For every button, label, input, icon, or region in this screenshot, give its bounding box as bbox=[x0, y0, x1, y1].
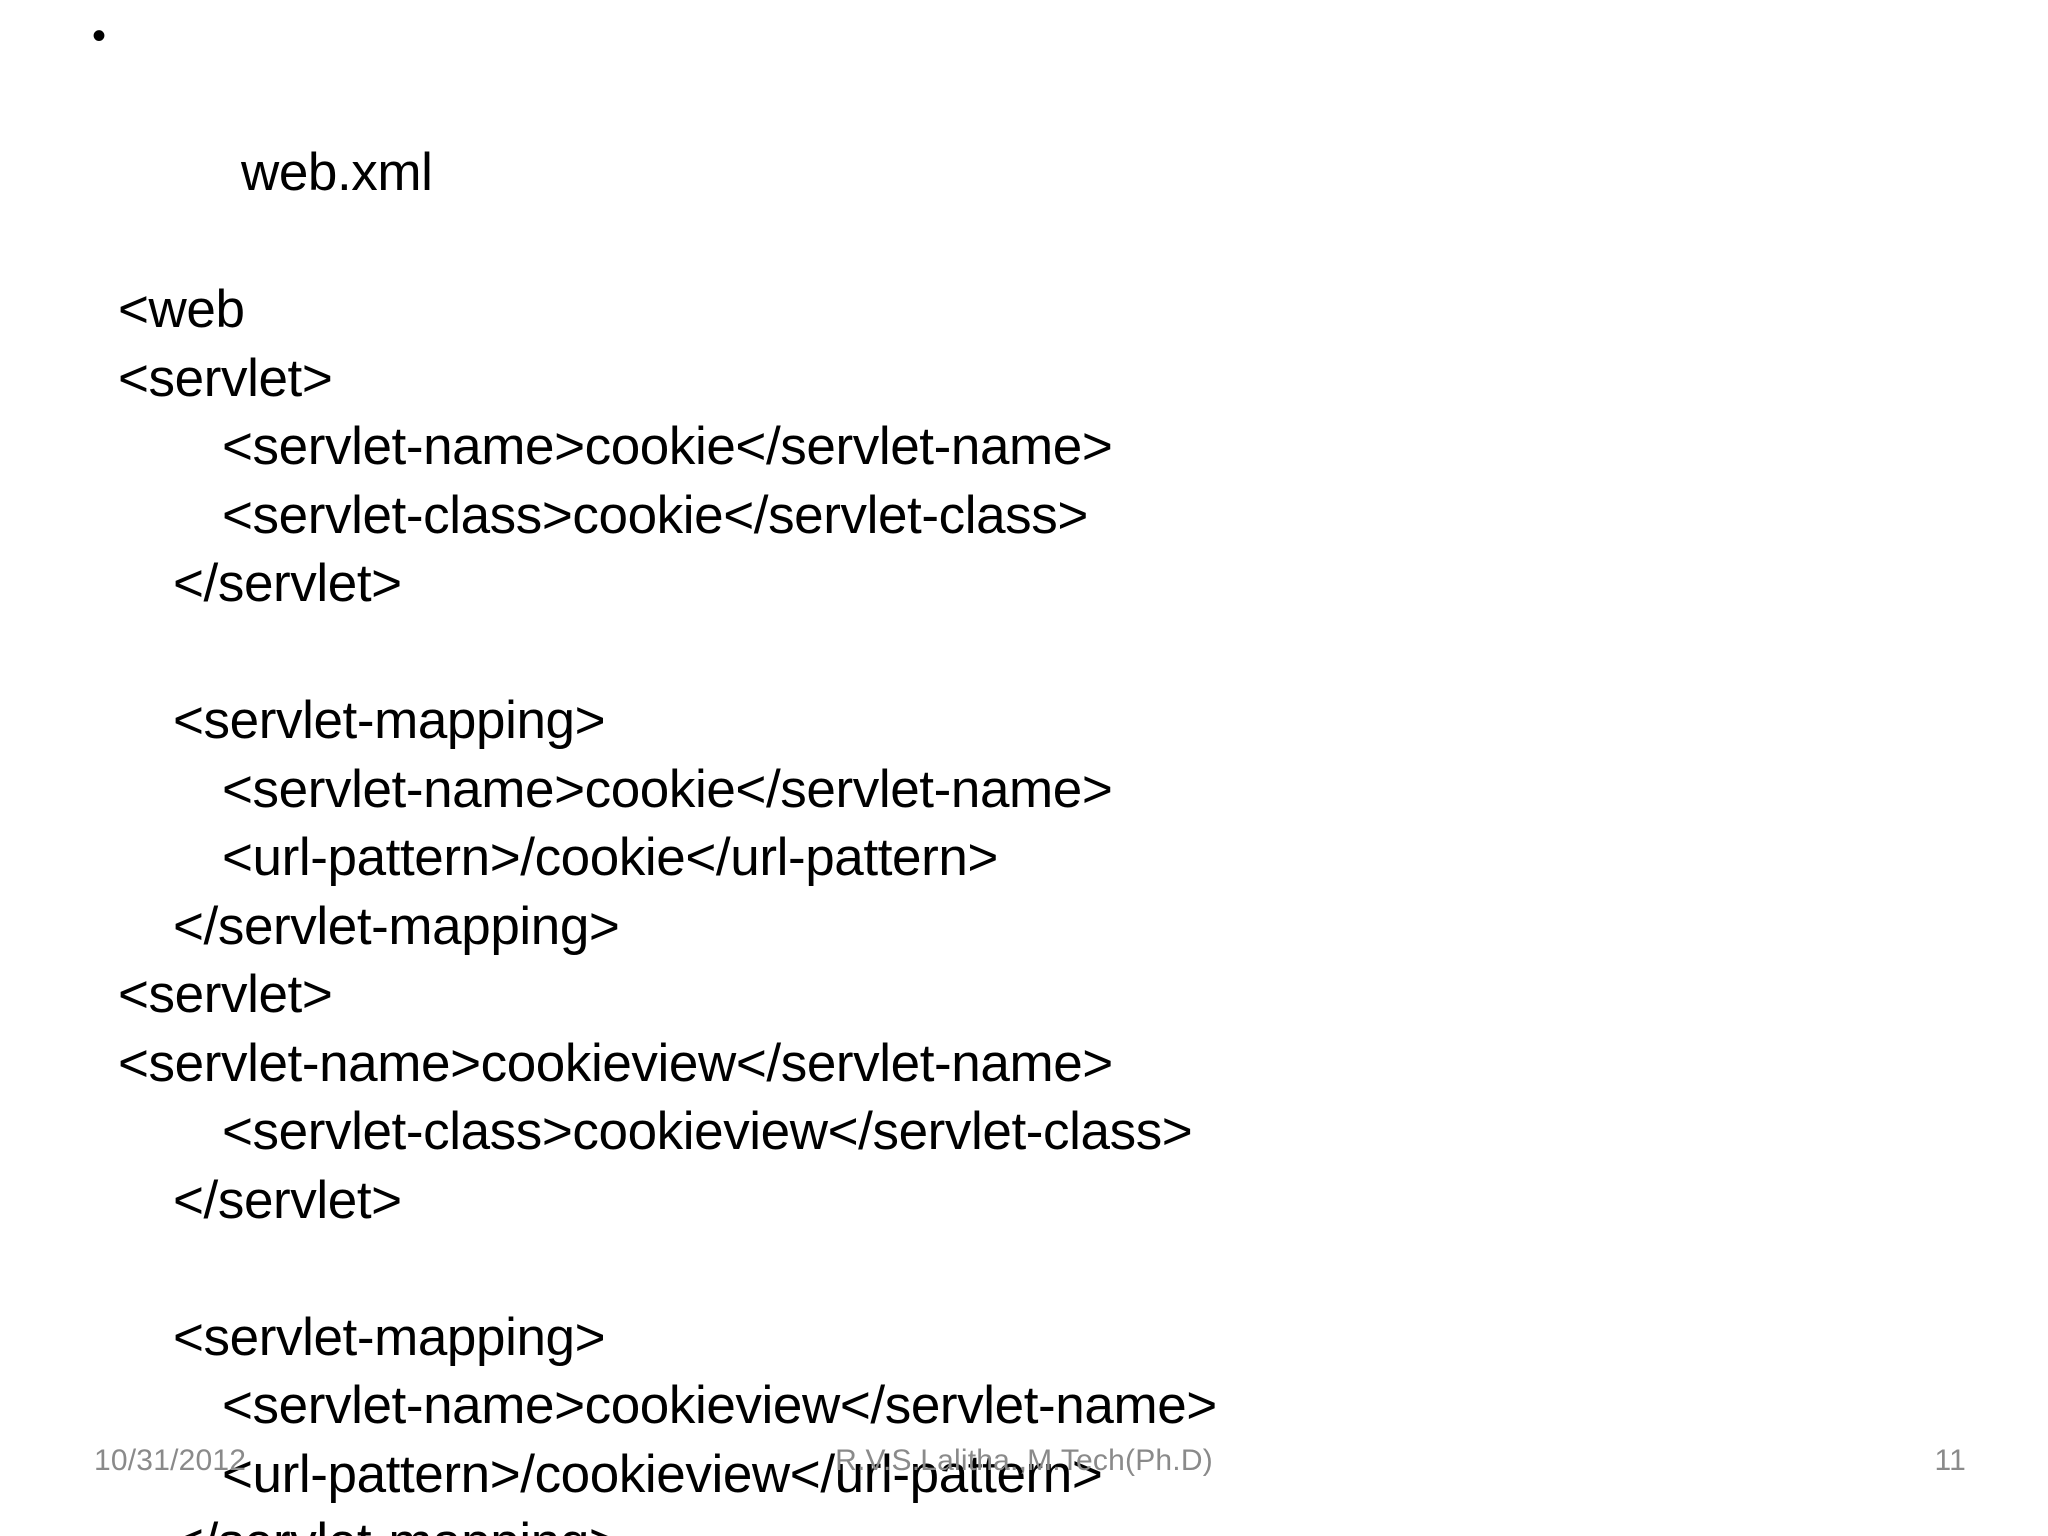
code-line: </servlet> bbox=[173, 554, 402, 613]
code-line: <servlet> bbox=[118, 348, 333, 408]
code-line: <servlet-class>cookie</servlet-class> bbox=[222, 485, 1088, 545]
bullet-point-icon: • bbox=[92, 14, 106, 58]
code-line: </servlet-mapping> bbox=[0, 1509, 2048, 1536]
bullet-list-item-web-xml: • web.xml bbox=[0, 2, 2048, 276]
footer-author: R.V.S.Lalitha.,M.Tech(Ph.D) bbox=[835, 1444, 1213, 1477]
xml-code-block: <web <servlet> <servlet-name>cookie</servl… bbox=[0, 276, 2048, 1536]
code-line: <servlet-mapping> bbox=[173, 1307, 606, 1367]
code-line: <web bbox=[118, 280, 245, 339]
code-line: <servlet-class>cookieview</servlet-class… bbox=[222, 1102, 1193, 1161]
code-line: <servlet-name>cookieview</servlet-name> bbox=[222, 1376, 1217, 1435]
footer-date: 10/31/2012 bbox=[94, 1444, 247, 1477]
code-line: <servlet> bbox=[118, 965, 333, 1024]
code-line: <servlet-mapping> bbox=[173, 691, 606, 750]
bullet-item-label: web.xml bbox=[240, 143, 433, 202]
code-line: <url-pattern>/cookieview</url-pattern> bbox=[222, 1444, 1103, 1504]
footer-page-number: 11 bbox=[1934, 1444, 1966, 1477]
code-line: <url-pattern>/cookie</url-pattern> bbox=[222, 828, 998, 887]
code-line: <servlet-name>cookie</servlet-name> bbox=[222, 759, 1113, 819]
code-line: <servlet-name>cookieview</servlet-name> bbox=[118, 1033, 1113, 1093]
code-line: </servlet> bbox=[173, 1170, 402, 1230]
code-blank-line bbox=[0, 1235, 2048, 1304]
code-line: </servlet-mapping> bbox=[173, 896, 620, 956]
code-line: <servlet-name>cookie</servlet-name> bbox=[222, 417, 1113, 476]
code-blank-line bbox=[0, 619, 2048, 688]
slide-footer: 10/31/2012 R.V.S.Lalitha.,M.Tech(Ph.D) 1… bbox=[0, 1400, 2048, 1536]
